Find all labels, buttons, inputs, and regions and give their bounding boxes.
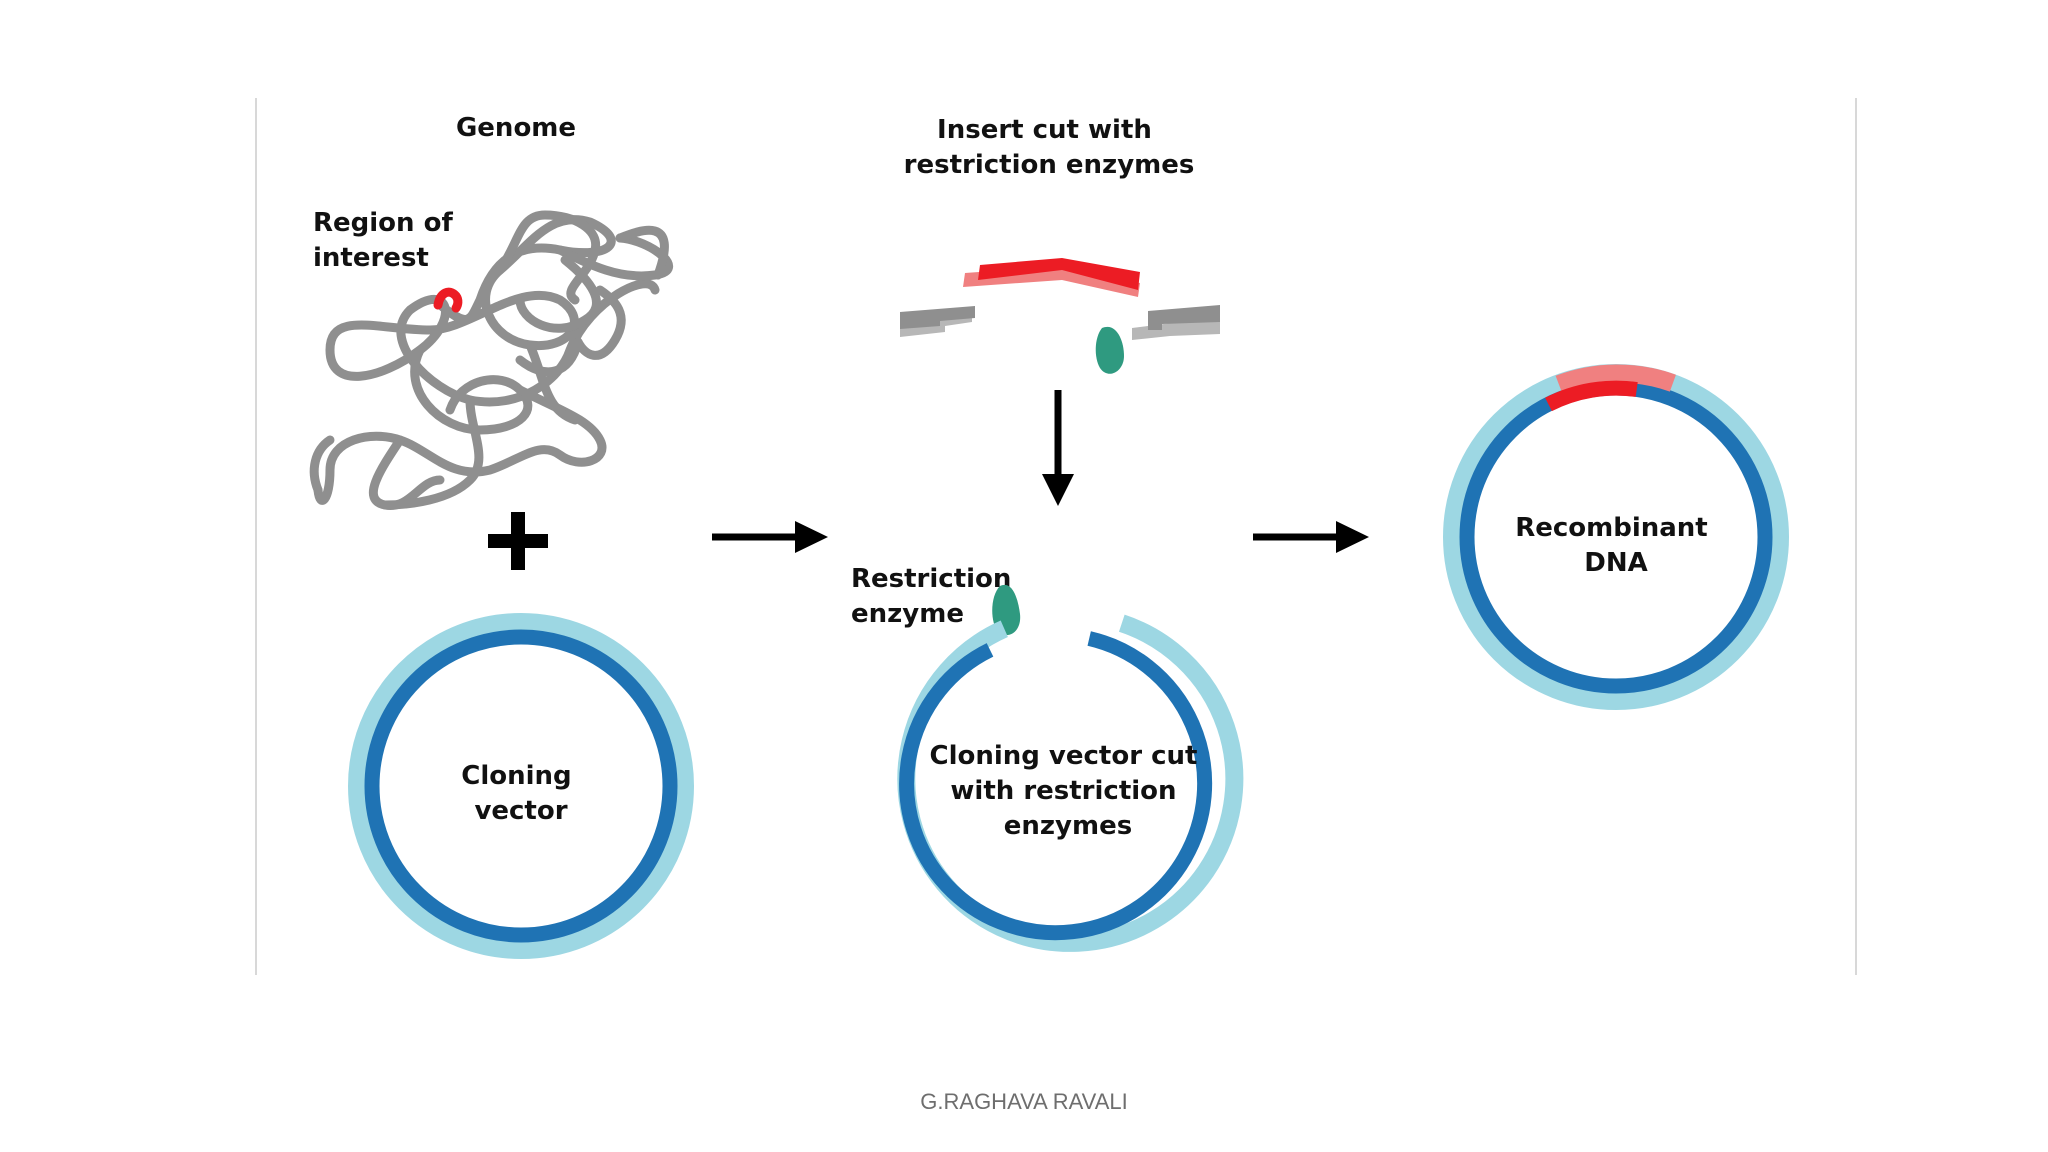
- plus-icon: [488, 512, 548, 570]
- cut-cloning-vector-plasmid: [897, 614, 1244, 952]
- recombinant-dna-label: Recombinant DNA: [1515, 513, 1717, 578]
- recombinant-insert-outer: [1555, 364, 1676, 393]
- right-arrow-icon: [1253, 521, 1369, 553]
- right-arrow-icon: [712, 521, 828, 553]
- footer-author: G.RAGHAVA RAVALI: [920, 1089, 1127, 1114]
- region-of-interest-label: Region of interest: [313, 208, 462, 273]
- insert-fragment: [963, 258, 1140, 297]
- recombinant-insert-inner: [1545, 380, 1638, 412]
- restriction-enzyme-label: Restriction enzyme: [851, 564, 1020, 629]
- insert-cut-label: Insert cut with restriction enzymes: [904, 115, 1195, 180]
- cloning-vector-plasmid: [348, 613, 694, 959]
- down-arrow-icon: [1042, 390, 1074, 506]
- restriction-enzyme-icon: [1095, 326, 1124, 374]
- genome-label: Genome: [456, 113, 576, 143]
- recombinant-dna-plasmid: [1443, 364, 1789, 710]
- cloning-vector-cut-label: Cloning vector cut with restriction enzy…: [929, 741, 1206, 841]
- cloning-vector-label: Cloning vector: [461, 761, 580, 826]
- right-cut-fragment: [1132, 305, 1220, 340]
- genome-strand: [309, 210, 673, 510]
- left-cut-fragment: [900, 306, 975, 337]
- region-of-interest-segment: [433, 287, 463, 313]
